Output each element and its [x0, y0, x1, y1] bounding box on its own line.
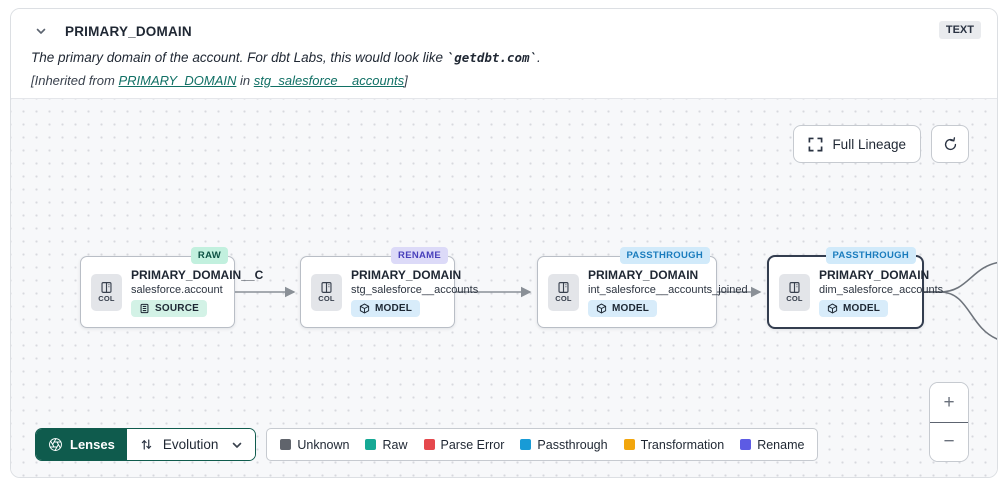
legend-item-rename: Rename — [740, 438, 804, 452]
inherited-prefix: [Inherited from — [31, 73, 119, 88]
legend-item-parse-error: Parse Error — [423, 438, 504, 452]
description-period: . — [537, 50, 541, 65]
legend-swatch — [623, 439, 635, 450]
evolution-badge: PASSTHROUGH — [825, 247, 916, 264]
columns-icon — [100, 281, 113, 294]
column-chip: COL — [779, 273, 810, 311]
lineage-canvas[interactable]: Full Lineage RAW COL PRIMARY_DOMAIN__C s… — [11, 99, 997, 477]
node-model-name: dim_salesforce_accounts — [819, 283, 944, 296]
full-lineage-button[interactable]: Full Lineage — [793, 125, 921, 163]
legend-item-unknown: Unknown — [280, 438, 349, 452]
legend-item-transformation: Transformation — [623, 438, 724, 452]
legend-swatch — [520, 439, 532, 450]
zoom-controls: + − — [929, 382, 969, 462]
canvas-bottom-bar: Lenses Evolution Unknown Raw Parse Error… — [35, 428, 819, 461]
column-type-badge: TEXT — [938, 21, 981, 39]
inherited-suffix: ] — [404, 73, 408, 88]
column-lineage-panel: PRIMARY_DOMAIN TEXT The primary domain o… — [10, 8, 998, 478]
resource-type-pill: MODEL — [819, 299, 889, 317]
legend-swatch — [423, 439, 435, 450]
inherited-middle: in — [236, 73, 254, 88]
lens-selector[interactable]: Evolution — [126, 429, 256, 460]
chevron-down-icon — [231, 439, 243, 451]
node-model-name: salesforce.account — [131, 283, 223, 296]
inherited-note: [Inherited from PRIMARY_DOMAIN in stg_sa… — [31, 73, 981, 88]
node-model-name: stg_salesforce__accounts — [351, 283, 479, 296]
refresh-icon — [942, 136, 959, 153]
selected-lens-label: Evolution — [162, 437, 219, 452]
evolution-legend: Unknown Raw Parse Error Passthrough Tran… — [266, 428, 819, 461]
columns-icon — [320, 281, 333, 294]
lenses-button[interactable]: Lenses — [36, 429, 127, 460]
lineage-node-source[interactable]: RAW COL PRIMARY_DOMAIN__C salesforce.acc… — [80, 247, 264, 328]
legend-item-raw: Raw — [365, 438, 408, 452]
inherited-model-link[interactable]: stg_salesforce__accounts — [253, 73, 405, 88]
inherited-column-link[interactable]: PRIMARY_DOMAIN — [118, 73, 237, 88]
model-cube-icon — [359, 302, 370, 314]
node-column-name: PRIMARY_DOMAIN — [588, 267, 699, 282]
fullscreen-icon — [808, 137, 823, 152]
column-description: The primary domain of the account. For d… — [31, 50, 981, 65]
source-icon — [139, 303, 150, 314]
lineage-node-dim-selected[interactable]: PASSTHROUGH COL PRIMARY_DOMAIN dim_sales… — [767, 247, 944, 329]
canvas-top-controls: Full Lineage — [793, 125, 969, 163]
column-chip: COL — [91, 273, 122, 311]
node-model-name: int_salesforce__accounts_joined — [588, 283, 748, 296]
node-column-name: PRIMARY_DOMAIN — [819, 267, 930, 282]
zoom-in-button[interactable]: + — [930, 383, 968, 422]
column-header: PRIMARY_DOMAIN TEXT The primary domain o… — [11, 9, 997, 99]
evolution-badge: RENAME — [391, 247, 448, 264]
full-lineage-label: Full Lineage — [832, 136, 906, 152]
description-code: `getdbt.com` — [446, 50, 538, 65]
evolution-icon — [139, 437, 154, 452]
lenses-control: Lenses Evolution — [35, 428, 257, 461]
legend-item-passthrough: Passthrough — [520, 438, 608, 452]
evolution-badge: RAW — [190, 247, 228, 264]
lineage-node-intermediate[interactable]: PASSTHROUGH COL PRIMARY_DOMAIN int_sales… — [537, 247, 748, 328]
columns-icon — [557, 281, 570, 294]
resource-type-pill: MODEL — [351, 299, 421, 317]
resource-type-pill: MODEL — [588, 299, 658, 317]
column-title: PRIMARY_DOMAIN — [65, 23, 192, 39]
column-chip: COL — [311, 273, 342, 311]
aperture-icon — [48, 437, 63, 452]
node-column-name: PRIMARY_DOMAIN__C — [131, 267, 264, 282]
model-cube-icon — [596, 302, 607, 314]
legend-swatch — [740, 439, 752, 450]
legend-swatch — [365, 439, 377, 450]
columns-icon — [788, 281, 801, 294]
zoom-out-button[interactable]: − — [930, 422, 968, 461]
refresh-button[interactable] — [931, 125, 969, 163]
model-cube-icon — [827, 302, 838, 314]
column-chip: COL — [548, 273, 579, 311]
lineage-node-staging[interactable]: RENAME COL PRIMARY_DOMAIN stg_salesforce… — [300, 247, 479, 328]
description-text: The primary domain of the account. For d… — [31, 50, 447, 65]
node-column-name: PRIMARY_DOMAIN — [351, 267, 462, 282]
collapse-chevron-icon[interactable] — [31, 21, 51, 41]
legend-swatch — [280, 439, 292, 450]
evolution-badge: PASSTHROUGH — [619, 247, 710, 264]
resource-type-pill: SOURCE — [131, 299, 207, 317]
